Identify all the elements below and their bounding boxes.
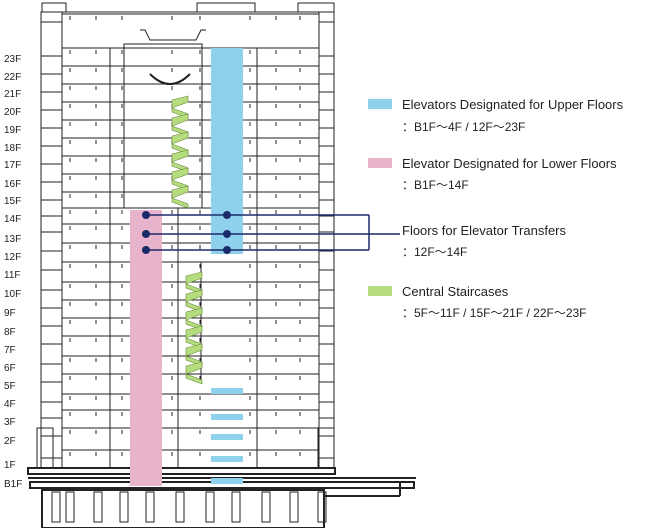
legend-stairs-label: Central Staircases	[402, 284, 509, 299]
basement-column	[231, 491, 241, 523]
floor-label-3f: 3F	[4, 417, 16, 428]
floor-label-4f: 4F	[4, 399, 16, 410]
floor-label-16f: 16F	[4, 179, 21, 190]
basement-column	[261, 491, 271, 523]
floor-labels: 23F 22F 21F 20F 19F 18F 17F 16F 15F 14F 13F 12F 11F 1…	[4, 54, 22, 490]
floor-label-15f: 15F	[4, 196, 21, 207]
legend-transfer-sub: ：12F～14F	[402, 245, 467, 259]
staircase-flight	[185, 271, 203, 285]
floor-label-1f: 1F	[4, 460, 16, 471]
legend-upper-sub: ：B1F～4F / 12F～23F	[402, 120, 525, 134]
floor-label-19f: 19F	[4, 125, 21, 136]
staircase-flight	[171, 149, 189, 163]
legend-transfer: Floors for Elevator Transfers ：12F～14F	[402, 223, 566, 259]
floor-label-8f: 8F	[4, 327, 16, 338]
central-staircases	[171, 95, 203, 385]
legend: Elevators Designated for Upper Floors ：B…	[368, 97, 624, 320]
staircase-flight	[185, 325, 203, 339]
floor-label-9f: 9F	[4, 308, 16, 319]
staircase-flight	[171, 167, 189, 181]
legend-stairs-swatch	[368, 286, 392, 296]
floor-label-12f: 12F	[4, 252, 21, 263]
legend-lower-sub: ：B1F～14F	[402, 178, 469, 192]
floor-label-13f: 13F	[4, 234, 21, 245]
basement-column	[289, 491, 299, 523]
staircase-flight	[171, 113, 189, 127]
staircase-flight	[185, 307, 203, 321]
legend-lower: Elevator Designated for Lower Floors ：B1…	[368, 156, 617, 192]
basement-column	[317, 491, 327, 523]
legend-stairs: Central Staircases ：5F～11F / 15F～21F / 2…	[368, 284, 587, 320]
staircase-flight	[171, 185, 189, 199]
basement-columns	[51, 491, 327, 523]
floor-label-b1f: B1F	[4, 479, 22, 490]
staircase-flight	[171, 131, 189, 145]
upper-floor-elevator-shaft	[211, 48, 243, 254]
floor-label-21f: 21F	[4, 89, 21, 100]
basement-column	[51, 491, 61, 523]
floor-label-18f: 18F	[4, 143, 21, 154]
floor-label-6f: 6F	[4, 363, 16, 374]
upper-floor-elevator-stops	[211, 388, 243, 484]
basement-column	[175, 491, 185, 523]
staircase-flight	[185, 373, 203, 385]
floor-label-5f: 5F	[4, 381, 16, 392]
floor-slabs	[41, 13, 334, 468]
staircase-flight	[185, 361, 203, 375]
legend-lower-label: Elevator Designated for Lower Floors	[402, 156, 617, 171]
floor-label-7f: 7F	[4, 345, 16, 356]
basement-column	[205, 491, 215, 523]
floor-label-2f: 2F	[4, 436, 16, 447]
legend-lower-swatch	[368, 158, 392, 168]
basement-column	[65, 491, 75, 523]
floor-label-17f: 17F	[4, 160, 21, 171]
basement-column	[119, 491, 129, 523]
floor-label-20f: 20F	[4, 107, 21, 118]
floor-label-10f: 10F	[4, 289, 21, 300]
floor-label-23f: 23F	[4, 54, 21, 65]
staircase-flight	[171, 197, 189, 209]
legend-transfer-label: Floors for Elevator Transfers	[402, 223, 566, 238]
legend-upper-label: Elevators Designated for Upper Floors	[402, 97, 624, 112]
staircase-flight	[171, 95, 189, 109]
staircase-flight	[185, 343, 203, 357]
basement-column	[145, 491, 155, 523]
staircase-flight	[185, 289, 203, 303]
transfer-floor-markers	[146, 214, 400, 251]
lower-floor-elevator-shaft	[130, 210, 162, 486]
floor-label-22f: 22F	[4, 72, 21, 83]
legend-upper: Elevators Designated for Upper Floors ：B…	[368, 97, 624, 134]
legend-upper-swatch	[368, 99, 392, 109]
basement-column	[93, 491, 103, 523]
transfer-floor-dots	[142, 211, 231, 254]
floor-label-11f: 11F	[4, 270, 21, 281]
floor-label-14f: 14F	[4, 214, 21, 225]
legend-stairs-sub: ：5F～11F / 15F～21F / 22F～23F	[402, 306, 587, 320]
